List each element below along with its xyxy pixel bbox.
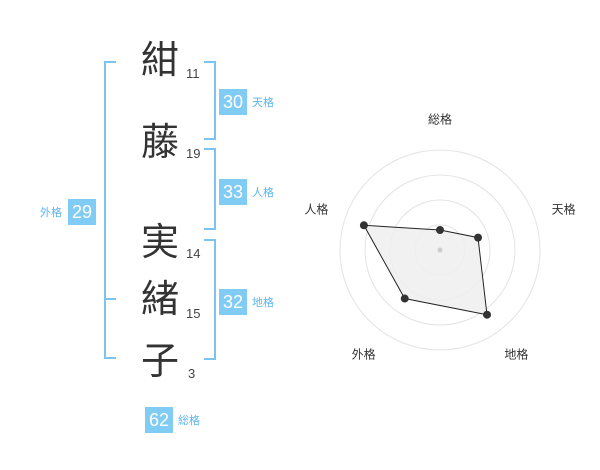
gaikaku-bracket [104, 61, 116, 359]
name-char-5: 子 [140, 339, 179, 383]
stroke-count-2: 19 [186, 146, 201, 161]
tenkaku-label: 天格 [252, 96, 274, 109]
radar-ring-4 [339, 149, 541, 351]
jinkaku-value: 33 [219, 179, 247, 205]
chikaku-label: 地格 [252, 296, 274, 309]
gaikaku-label: 外格 [40, 206, 62, 219]
chikaku-badge: 32 地格 [219, 289, 274, 315]
radar-axis-label-4: 外格 [352, 347, 376, 362]
gaikaku-bracket-tick [104, 298, 116, 300]
name-char-1: 紺 [140, 38, 179, 82]
soukaku-badge: 62 総格 [145, 407, 200, 433]
radar-ring-3 [364, 174, 516, 326]
radar-axis-label-2: 天格 [552, 201, 576, 216]
stroke-count-1: 11 [186, 66, 200, 81]
jinkaku-badge: 33 人格 [219, 179, 274, 205]
radar-axis-label-3: 地格 [504, 347, 528, 362]
tenkaku-badge: 30 天格 [219, 89, 274, 115]
radar-axis-label-5: 人格 [304, 201, 328, 216]
chikaku-bracket [204, 239, 216, 360]
jinkaku-bracket [204, 148, 216, 230]
gaikaku-value: 29 [68, 199, 96, 225]
soukaku-value: 62 [145, 407, 173, 433]
gaikaku-badge: 外格 29 [40, 199, 96, 225]
stroke-count-3: 14 [186, 246, 201, 261]
name-char-3: 実 [140, 220, 179, 264]
stroke-count-5: 3 [188, 366, 196, 381]
radar-point-2 [474, 233, 483, 242]
radar-point-1 [436, 226, 444, 234]
chikaku-value: 32 [219, 289, 247, 315]
radar-point-3 [483, 310, 492, 319]
tenkaku-bracket [204, 61, 216, 140]
stroke-count-4: 15 [186, 306, 201, 321]
jinkaku-label: 人格 [252, 186, 274, 199]
radar-point-4 [400, 294, 409, 303]
name-char-4: 緒 [140, 277, 179, 321]
name-char-2: 藤 [140, 120, 179, 164]
radar-center [437, 247, 443, 253]
tenkaku-value: 30 [219, 89, 247, 115]
radar-series-polygon [363, 224, 488, 316]
radar-axis-label-1: 総格 [428, 112, 452, 127]
soukaku-label: 総格 [178, 414, 200, 427]
radar-point-5 [359, 221, 368, 230]
